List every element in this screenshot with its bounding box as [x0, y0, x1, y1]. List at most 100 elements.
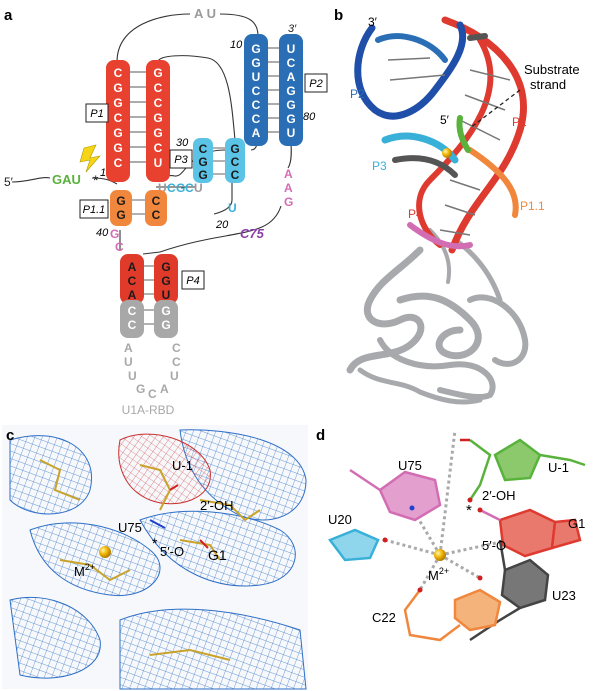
bl-3: U — [128, 369, 137, 383]
p1-l-7: C — [114, 156, 123, 170]
p1-l-1: C — [114, 66, 123, 80]
d-u20: U20 — [328, 512, 352, 527]
c22-residue — [403, 575, 502, 642]
p4-l-3: A — [128, 288, 137, 302]
red-backbone-2 — [416, 37, 494, 248]
metal-ion-b — [442, 148, 452, 158]
loop-c1: C — [167, 181, 176, 195]
p3-box — [169, 149, 193, 169]
p1-r-6: C — [154, 141, 163, 155]
d-5o: 5′-O — [482, 538, 506, 553]
p1-helix: C G G C G G C G C C G G C U — [106, 60, 170, 182]
p4-l-5: C — [128, 318, 137, 332]
u20-residue — [328, 528, 388, 562]
bl-2: U — [124, 355, 133, 369]
p4-r-1: G — [161, 260, 170, 274]
c-5o: 5′-O — [160, 544, 184, 559]
red-backbone — [441, 16, 527, 254]
p1-r-2: C — [154, 81, 163, 95]
c75-label: C75 — [240, 226, 265, 241]
num-10: 10 — [230, 39, 243, 51]
panel-d-letter: d — [316, 427, 325, 444]
p3-box-label: P3 — [174, 154, 188, 166]
p4-l-4: C — [128, 304, 137, 318]
p1-r-7: U — [154, 156, 163, 170]
p2-r-6: G — [286, 112, 295, 126]
five-prime-b: 5′ — [440, 113, 450, 127]
p4-box — [181, 270, 205, 290]
metal-ion-c — [99, 546, 111, 558]
bl-4: G — [136, 382, 145, 396]
p4-right-grey — [154, 300, 178, 338]
orange-strand — [467, 147, 519, 218]
blue-backbone — [354, 21, 467, 120]
five-prime-a: 5′ — [4, 175, 14, 189]
p11-box-label: P1.1 — [83, 204, 106, 216]
num-40: 40 — [96, 227, 109, 239]
p4-left-grey — [120, 300, 144, 338]
p4-r-2: G — [161, 274, 170, 288]
p4-right-red — [154, 254, 178, 304]
p2-left-strand — [244, 34, 268, 146]
panel-c: c U-1 2′-OH U75 * 5′-O G1 M2+ — [2, 425, 308, 690]
cleavage-star: * — [93, 172, 99, 188]
p3-right-strand — [225, 138, 245, 183]
label-p1-b: P1 — [512, 115, 527, 129]
bottom-loop: A U U G C A U C C — [124, 341, 181, 401]
d-2oh: 2′-OH — [482, 488, 516, 503]
metal-ion-d — [434, 549, 446, 561]
panel-b-letter: b — [334, 7, 343, 24]
p2-l-1: G — [251, 42, 260, 56]
label-p11-b: P1.1 — [520, 199, 545, 213]
p1-r-4: G — [153, 111, 162, 125]
p4-box-label: P4 — [186, 275, 199, 287]
p2-r-1: U — [287, 42, 296, 56]
p3-r-1: G — [230, 142, 239, 156]
aag-a1: A — [284, 167, 293, 181]
p3-helix: C G G G C C — [193, 138, 245, 183]
p11-l-2: G — [116, 208, 125, 222]
electron-density-mesh — [9, 429, 307, 690]
p4-r-5: G — [161, 318, 170, 332]
loop-u1: U — [158, 181, 167, 195]
p4-helix: A C A C C G G U G G — [120, 254, 178, 338]
c-u-minus1: U-1 — [172, 458, 193, 473]
p2-r-7: U — [287, 126, 296, 140]
stick-model-c — [39, 459, 261, 661]
aag-loop: A A G — [284, 167, 293, 209]
p11-r-2: C — [152, 208, 161, 222]
panel-a: a A U C — [4, 6, 328, 417]
substrate-pointer — [469, 89, 521, 129]
p1-box — [85, 103, 109, 123]
ucgcu-loop: U C G C U — [158, 181, 203, 195]
three-prime-b: 3′ — [368, 15, 378, 29]
pink-strand — [407, 222, 473, 250]
c-u75: U75 — [118, 520, 142, 535]
c-g1: G1 — [208, 547, 227, 563]
d-c22: C22 — [372, 610, 396, 625]
p11-r-1: C — [152, 194, 161, 208]
num-20: 20 — [215, 219, 229, 231]
label-p3-b: P3 — [372, 159, 387, 173]
g1-residue — [477, 507, 582, 558]
p2-l-2: G — [251, 56, 260, 70]
bl-1: A — [124, 341, 133, 355]
p2-r-4: G — [286, 84, 295, 98]
d-u-minus1: U-1 — [548, 460, 569, 475]
p2-helix: G G U C C C A U C A G G G U — [244, 34, 303, 146]
p2-l-6: C — [252, 112, 261, 126]
aag-a2: A — [284, 181, 293, 195]
u-minus1-residue — [460, 438, 586, 503]
p11-box — [79, 199, 109, 219]
p2-box-label: P2 — [309, 78, 322, 90]
dark-strand — [392, 155, 458, 178]
p3-r-2: C — [231, 155, 240, 169]
p2-l-4: C — [252, 84, 261, 98]
blue-backbone-2 — [375, 33, 448, 63]
dark-strand-2 — [467, 33, 488, 41]
d-g1: G1 — [568, 516, 585, 531]
loop-g: G — [176, 181, 185, 195]
p3-r-3: C — [231, 168, 240, 182]
p4-r-3: U — [162, 288, 171, 302]
gca-c: C — [115, 240, 124, 254]
